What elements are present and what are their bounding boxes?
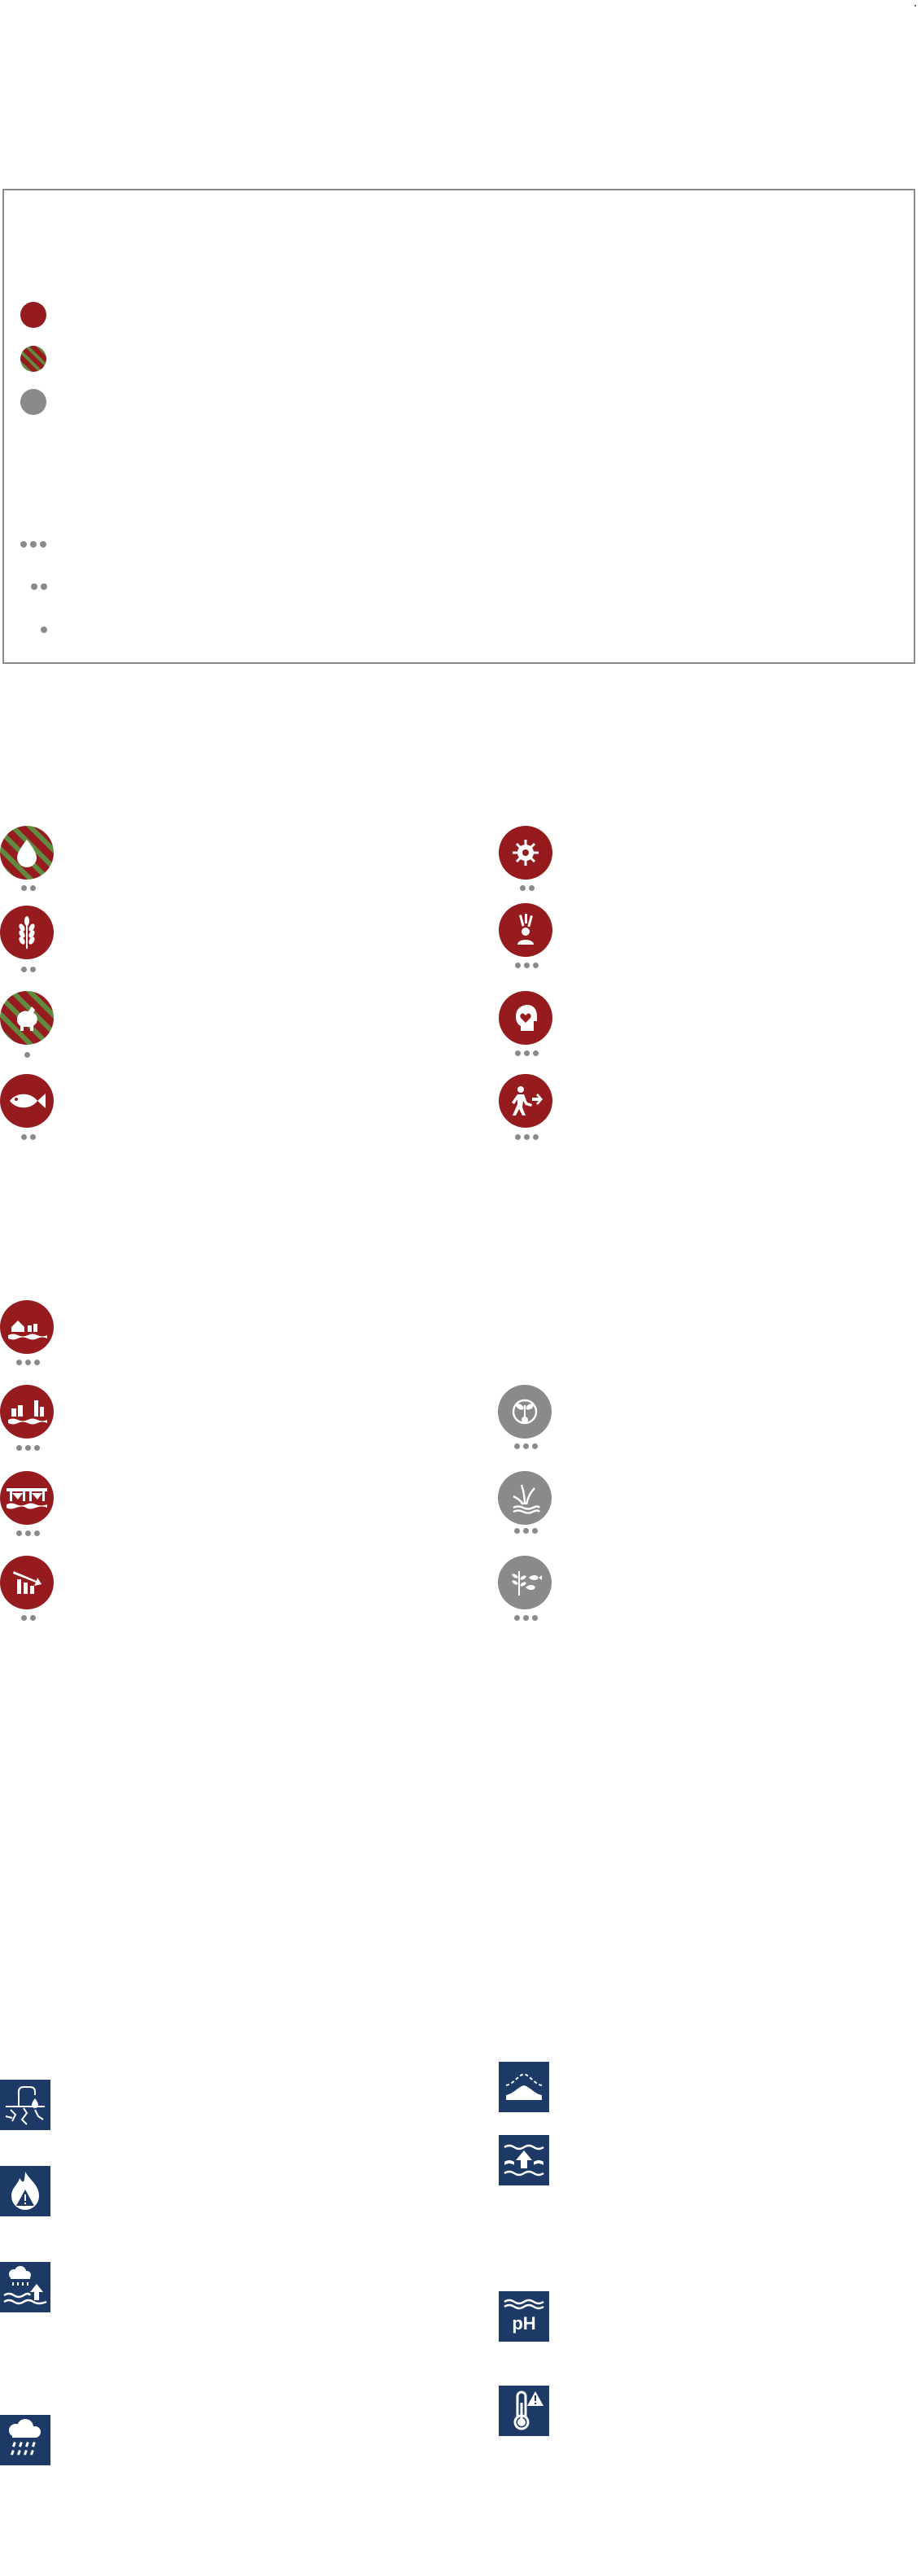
confidence-indicator [21,885,36,891]
confidence-indicator [21,1615,36,1621]
ocean-acidification-icon: pH [499,2291,549,2342]
head-heart-icon [499,991,552,1045]
confidence-indicator [514,1443,538,1449]
confidence-indicator [16,1530,40,1536]
legend-confidence-low [41,627,47,633]
confidence-indicator [16,1445,40,1451]
sea-level-rise-icon [499,2135,549,2185]
confidence-indicator [21,1134,36,1140]
confidence-indicator [520,885,535,891]
snow-cover-icon [499,2062,549,2112]
legend-panel [2,189,915,664]
confidence-indicator [515,1134,539,1140]
confidence-indicator [515,1050,539,1056]
flooded-city-icon [0,1385,54,1439]
wildfire-icon [0,2166,50,2216]
virus-icon [499,826,552,880]
legend-neutral-impact-swatch [20,389,46,415]
confidence-indicator [16,1360,40,1365]
confidence-indicator [21,967,36,972]
declining-economy-icon [0,1556,54,1609]
confidence-indicator [515,963,539,968]
wetland-grass-icon [498,1471,552,1525]
plant-cycle-icon [498,1385,552,1439]
confidence-indicator [24,1052,30,1058]
legend-mixed-impact-swatch [20,346,46,372]
drought-icon [0,2080,50,2130]
ph-label: pH [512,2313,535,2334]
extreme-heat-icon [499,2386,549,2436]
fish-icon [0,1074,54,1128]
flooded-houses-icon [0,1300,54,1354]
wheat-icon [0,906,54,959]
livestock-icon [0,991,54,1045]
water-drop-icon [0,826,54,880]
legend-confidence-medium [31,583,47,590]
coral-person-icon [499,903,552,957]
confidence-indicator [514,1528,538,1534]
species-migration-icon [498,1556,552,1609]
legend-negative-impact-swatch [20,302,46,328]
heavy-rain-icon [0,2415,50,2465]
confidence-indicator [514,1615,538,1621]
flooded-infrastructure-icon [0,1471,54,1525]
person-displacement-icon [499,1074,552,1128]
legend-confidence-high [20,541,46,548]
corner-mark [914,5,916,7]
rain-flood-icon [0,2262,50,2312]
